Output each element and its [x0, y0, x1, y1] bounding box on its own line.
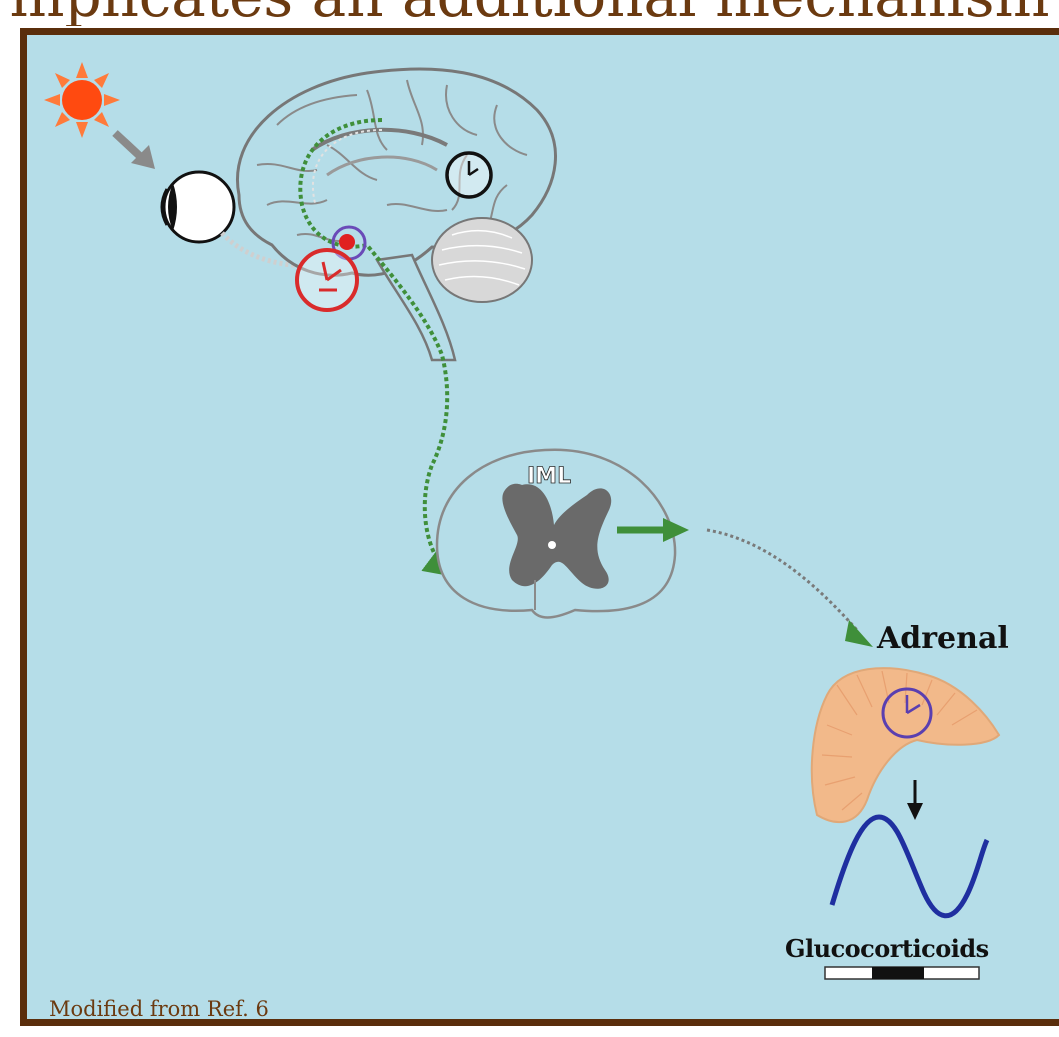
adrenal-label: Adrenal: [876, 621, 1009, 656]
light-arrow-icon: [115, 133, 155, 169]
sympathetic-pathway: [707, 530, 857, 630]
scn-marker: [339, 234, 355, 250]
cortex-clock-icon: [447, 153, 491, 197]
brain-icon: [237, 69, 555, 360]
sun-icon: [44, 62, 120, 138]
light-dark-bar: [825, 967, 979, 979]
slide-title: mplicates an additional mechanism: [0, 0, 1059, 26]
circadian-pathway-diagram: IML Adrenal: [27, 35, 1059, 1026]
adrenal-gland-icon: [812, 668, 999, 822]
source-credit: Modified from Ref. 6: [49, 997, 269, 1021]
eye-icon: [162, 172, 234, 242]
glucocorticoids-label: Glucocorticoids: [785, 934, 989, 963]
iml-label: IML: [527, 464, 571, 489]
glucocorticoid-rhythm-icon: [832, 817, 987, 916]
secretion-arrow-icon: [907, 780, 923, 820]
diagram-frame: IML Adrenal: [20, 28, 1059, 1026]
scn-clock-icon: [297, 250, 357, 310]
adrenal-arrowhead-icon: [845, 620, 873, 647]
